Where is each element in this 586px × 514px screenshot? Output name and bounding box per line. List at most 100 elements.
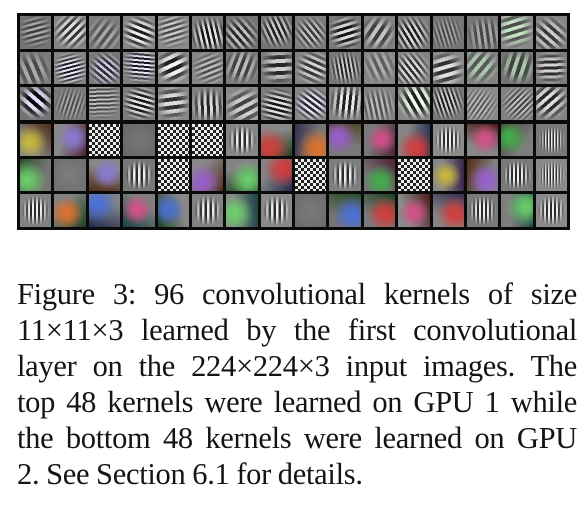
kernel-tile	[432, 87, 464, 120]
kernel-tile	[535, 87, 567, 120]
caption-line: 11×11×3 learned by the first convolution…	[17, 313, 577, 347]
kernel-tile	[123, 158, 155, 192]
kernel-tile	[329, 16, 361, 49]
kernel-tile	[123, 87, 155, 120]
kernel-tile	[191, 158, 224, 192]
kernel-tile	[535, 158, 567, 192]
kernel-tile	[88, 124, 121, 156]
kernel-tile	[432, 158, 464, 192]
kernel-tile	[157, 87, 189, 120]
kernel-tile	[260, 124, 292, 156]
kernel-tile	[363, 194, 396, 227]
caption-line: 2. See Section 6.1 for details.	[17, 457, 363, 491]
kernel-tile	[295, 158, 327, 192]
kernel-tile	[157, 16, 189, 49]
kernel-tile	[54, 158, 86, 192]
kernel-tile	[432, 194, 464, 227]
kernel-tile	[466, 124, 499, 156]
kernel-tile	[226, 158, 258, 192]
kernel-tile	[466, 158, 499, 192]
kernel-tile	[88, 16, 121, 49]
kernel-tile	[432, 16, 464, 49]
kernel-tile	[398, 87, 430, 120]
kernel-tile	[260, 194, 292, 227]
kernel-tile	[295, 124, 327, 156]
kernel-tile	[501, 124, 533, 156]
kernel-tile	[398, 51, 430, 85]
caption-line: top 48 kernels were learned on GPU 1 whi…	[17, 385, 577, 419]
kernel-tile	[54, 87, 86, 120]
kernel-tile	[191, 51, 224, 85]
kernel-tile	[54, 51, 86, 85]
kernel-tile	[363, 16, 396, 49]
caption-line: Figure 3: 96 convolutional kernels of si…	[17, 277, 577, 311]
kernel-tile	[466, 194, 499, 227]
kernel-tile	[226, 16, 258, 49]
kernel-tile	[260, 87, 292, 120]
kernel-tile	[191, 16, 224, 49]
kernel-tile	[123, 16, 155, 49]
kernel-tile	[88, 194, 121, 227]
kernel-tile	[123, 51, 155, 85]
caption-line: the bottom 48 kernels were learned on GP…	[17, 421, 577, 455]
kernel-tile	[295, 51, 327, 85]
kernel-tile	[398, 124, 430, 156]
caption-line: layer on the 224×224×3 input images. The	[17, 349, 577, 383]
kernel-tile	[295, 194, 327, 227]
kernel-tile	[191, 124, 224, 156]
kernel-tile	[20, 16, 52, 49]
kernel-tile	[295, 87, 327, 120]
kernel-tile	[260, 51, 292, 85]
kernel-tile	[398, 16, 430, 49]
kernel-tile	[157, 51, 189, 85]
kernel-tile	[501, 87, 533, 120]
kernel-tile	[260, 158, 292, 192]
kernel-tile	[123, 194, 155, 227]
kernel-visualization-grid	[17, 13, 570, 230]
kernel-tile	[398, 158, 430, 192]
kernel-tile	[535, 194, 567, 227]
kernel-tile	[191, 87, 224, 120]
kernel-tile	[20, 158, 52, 192]
kernel-tile	[54, 194, 86, 227]
kernel-tile	[157, 158, 189, 192]
kernel-tile	[466, 16, 499, 49]
kernel-tile	[226, 124, 258, 156]
kernel-tile	[226, 87, 258, 120]
kernel-tile	[329, 158, 361, 192]
kernel-tile	[157, 124, 189, 156]
kernel-tile	[20, 124, 52, 156]
kernel-tile	[295, 16, 327, 49]
kernel-tile	[20, 194, 52, 227]
kernel-tile	[226, 194, 258, 227]
kernel-tile	[535, 51, 567, 85]
kernel-tile	[88, 51, 121, 85]
kernel-tile	[501, 194, 533, 227]
kernel-tile	[20, 87, 52, 120]
kernel-tile	[191, 194, 224, 227]
kernel-tile	[329, 124, 361, 156]
kernel-tile	[88, 158, 121, 192]
kernel-tile	[329, 51, 361, 85]
kernel-tile	[501, 51, 533, 85]
kernel-tile	[260, 16, 292, 49]
kernel-tile	[535, 16, 567, 49]
kernel-tile	[88, 87, 121, 120]
kernel-tile	[226, 51, 258, 85]
kernel-tile	[432, 124, 464, 156]
kernel-tile	[20, 51, 52, 85]
kernel-tile	[157, 194, 189, 227]
kernel-tile	[432, 51, 464, 85]
figure-caption: Figure 3: 96 convolutional kernels of si…	[17, 276, 577, 492]
kernel-tile	[363, 158, 396, 192]
kernel-tile	[329, 87, 361, 120]
kernel-tile	[466, 87, 499, 120]
kernel-tile	[363, 87, 396, 120]
kernel-tile	[329, 194, 361, 227]
kernel-tile	[466, 51, 499, 85]
kernel-tile	[535, 124, 567, 156]
kernel-tile	[501, 16, 533, 49]
kernel-tile	[54, 124, 86, 156]
kernel-tile	[398, 194, 430, 227]
kernel-tile	[123, 124, 155, 156]
